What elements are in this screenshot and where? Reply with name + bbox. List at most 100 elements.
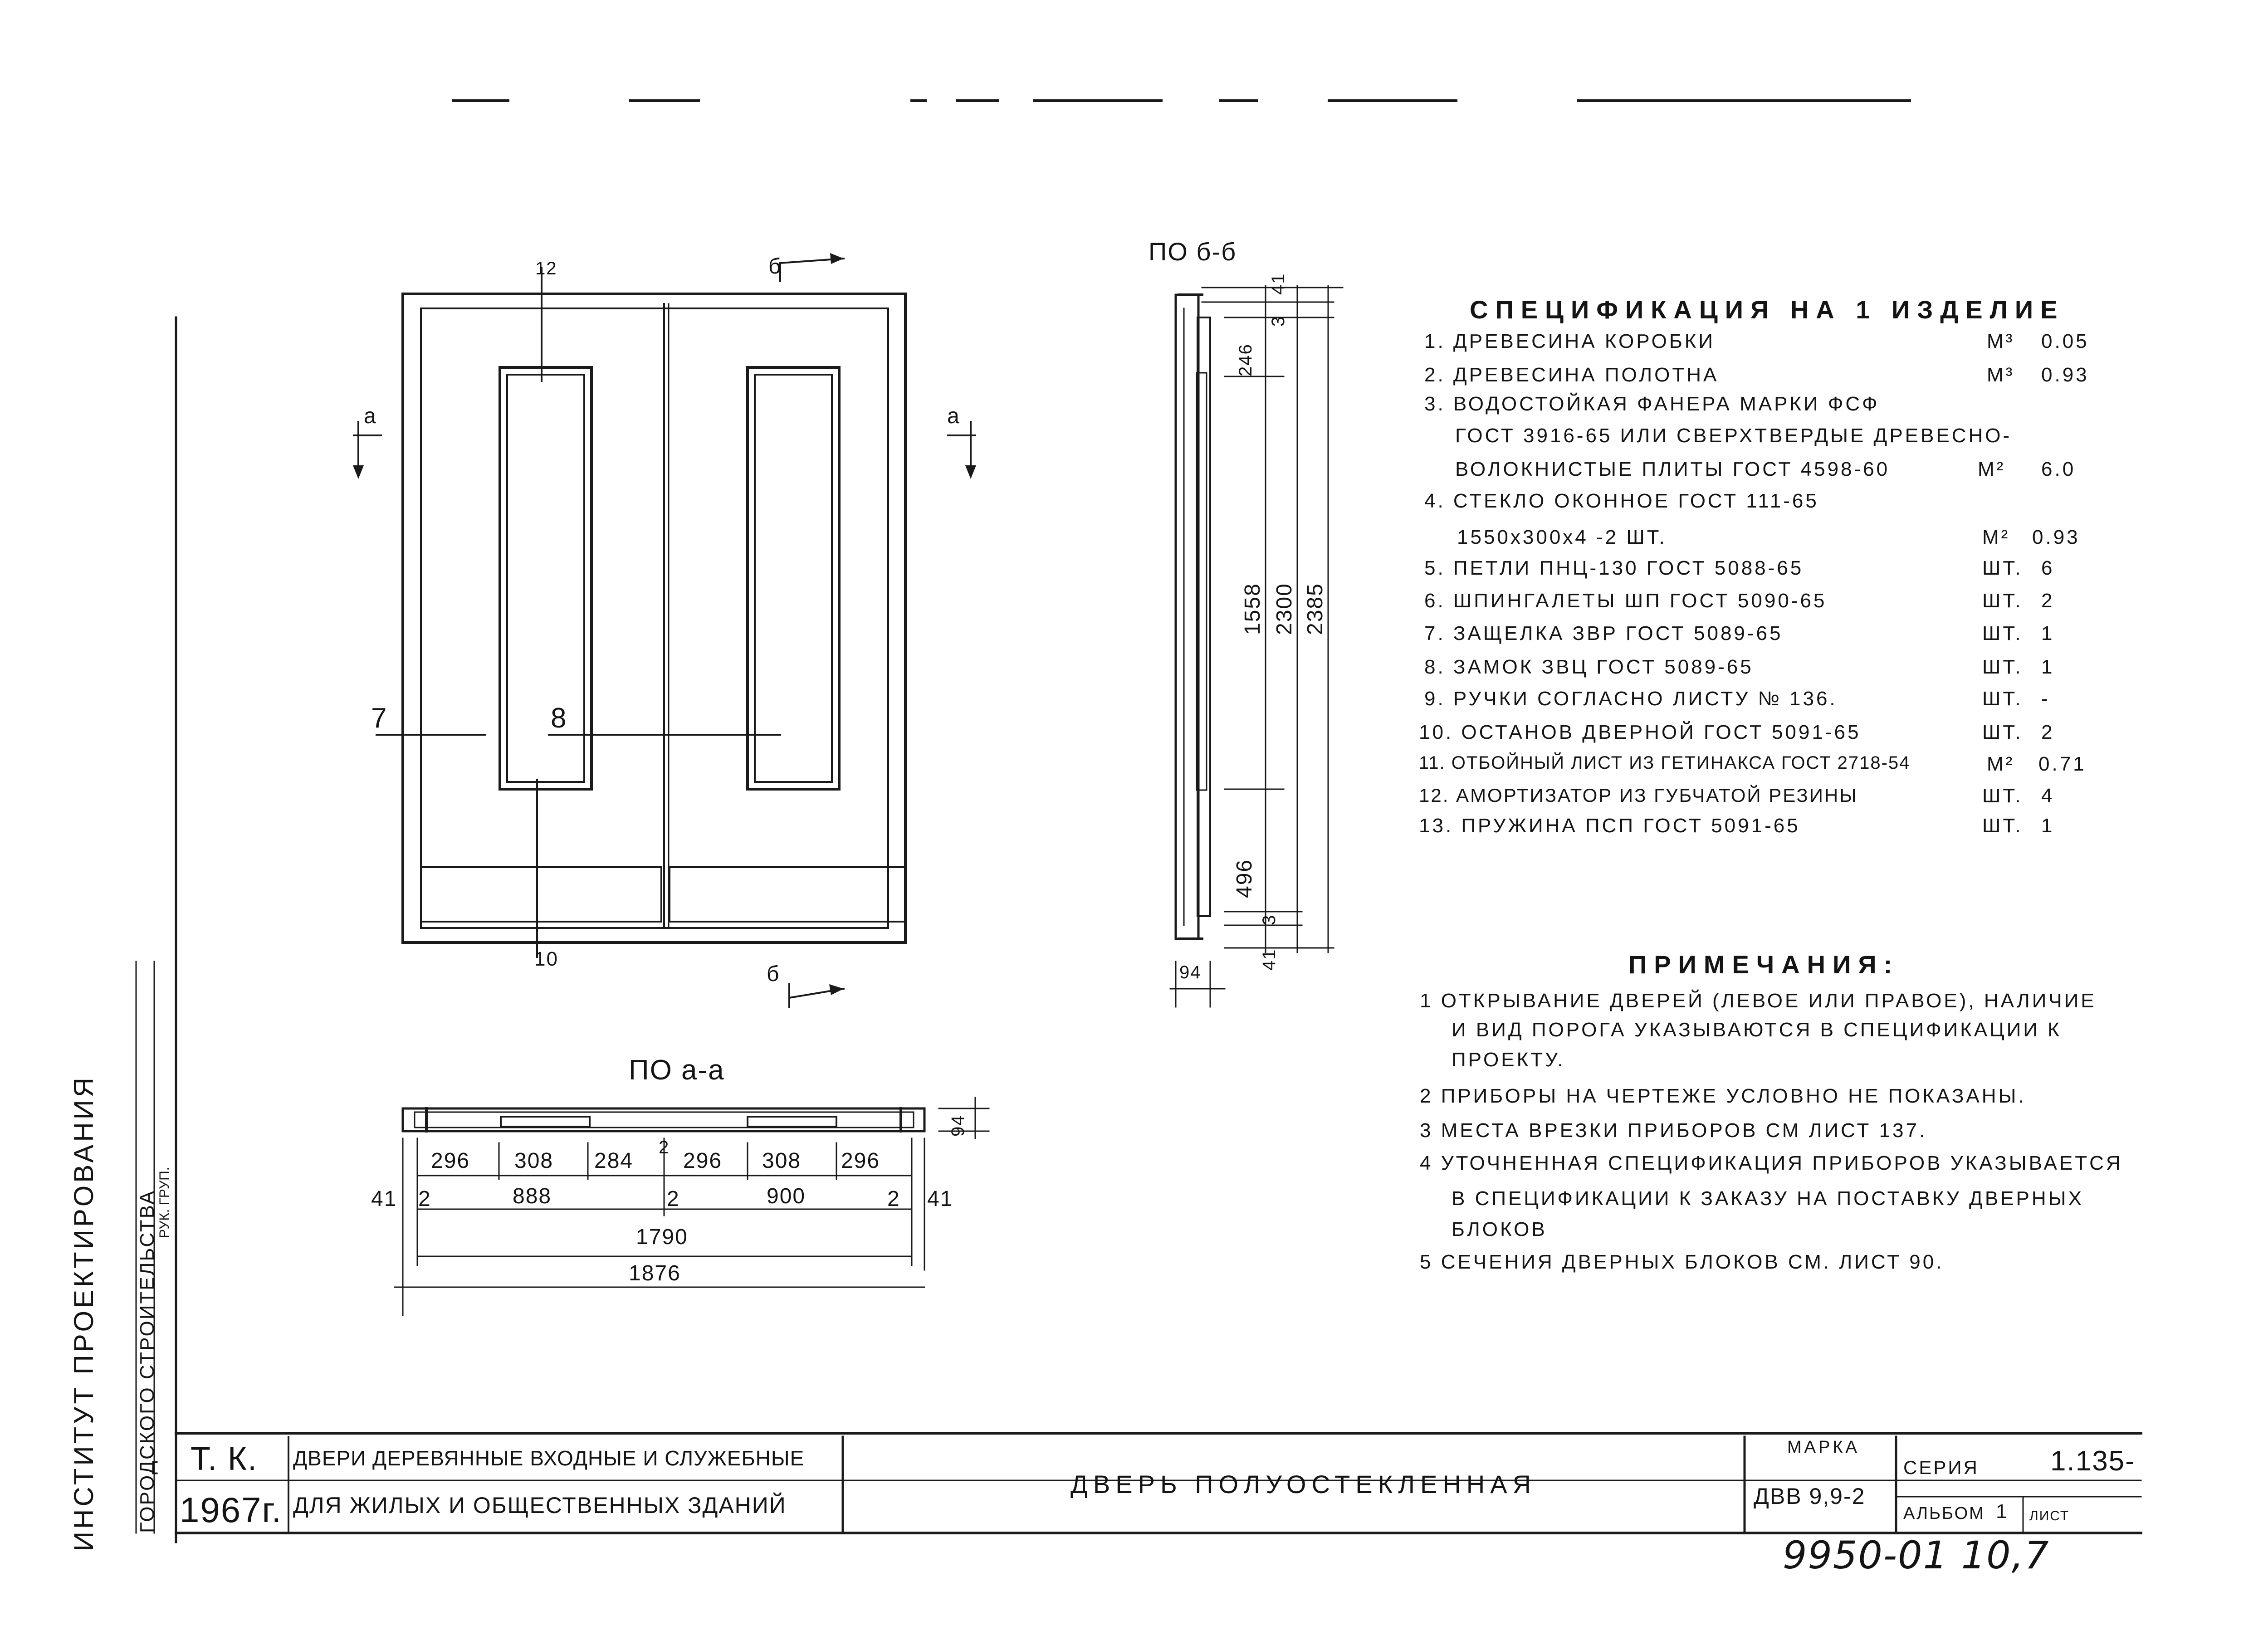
spec-unit-5: М² bbox=[1978, 458, 2006, 480]
dim-aa-900: 900 bbox=[767, 1184, 806, 1208]
title-block-lines bbox=[175, 1432, 2142, 1534]
glass-right-outer bbox=[746, 366, 841, 791]
spec-row-5: ВОЛОКНИСТЫЕ ПЛИТЫ ГОСТ 4598-60 bbox=[1455, 458, 1890, 480]
dim-bb-41-top: 41 bbox=[1268, 273, 1288, 295]
dim-bb-246: 246 bbox=[1236, 343, 1256, 376]
notes-title: ПРИМЕЧАНИЯ: bbox=[1628, 950, 1900, 979]
spec-qty-12: - bbox=[2041, 688, 2050, 710]
dim-aa-2-left: 2 bbox=[418, 1187, 431, 1211]
section-aa-frame bbox=[401, 1107, 926, 1133]
section-bb-dims bbox=[1169, 285, 1344, 1008]
spec-qty-9: 2 bbox=[2041, 590, 2055, 612]
dim-aa-308-b: 308 bbox=[762, 1149, 802, 1173]
dim-aa-41-right: 41 bbox=[927, 1187, 953, 1211]
section-bb-title: ПО б-б bbox=[1149, 237, 1237, 266]
tb-marka-label: МАРКА bbox=[1787, 1438, 1860, 1457]
dim-aa-2-mid-top: 2 bbox=[659, 1137, 670, 1157]
spec-row-1: 1. ДРЕВЕСИНА КОРОБКИ bbox=[1424, 330, 1715, 352]
dim-aa-2-right: 2 bbox=[887, 1187, 900, 1211]
section-aa-dims bbox=[394, 1097, 990, 1316]
tb-marka-value: ДВВ 9,9-2 bbox=[1754, 1484, 1866, 1509]
spec-qty-5: 6.0 bbox=[2041, 458, 2076, 480]
door-frame-outer bbox=[401, 293, 907, 944]
tb-album-value: 1 bbox=[1996, 1500, 2008, 1523]
glass-left-inner bbox=[506, 374, 585, 783]
note-line-1: 1 ОТКРЫВАНИЕ ДВЕРЕЙ (ЛЕВОЕ ИЛИ ПРАВОЕ), … bbox=[1420, 990, 2097, 1012]
dim-bb-496: 496 bbox=[1232, 859, 1256, 898]
note-line-3: ПРОЕКТУ. bbox=[1452, 1049, 1565, 1071]
spec-qty-7: 0.93 bbox=[2032, 526, 2080, 548]
spec-row-6: 4. СТЕКЛО ОКОННОЕ ГОСТ 111-65 bbox=[1424, 490, 1819, 512]
side-stamp-lines bbox=[135, 961, 155, 1534]
spec-unit-15: ШТ. bbox=[1982, 785, 2023, 807]
spec-qty-13: 2 bbox=[2041, 721, 2055, 743]
section-aa-title: ПО а-а bbox=[629, 1054, 725, 1086]
glass-left-outer bbox=[499, 366, 593, 791]
spec-qty-15: 4 bbox=[2041, 785, 2055, 807]
spec-unit-12: ШТ. bbox=[1982, 688, 2023, 710]
dim-aa-296-b: 296 bbox=[683, 1149, 723, 1173]
dim-bb-41-bottom: 41 bbox=[1259, 948, 1279, 971]
spec-row-3: 3. ВОДОСТОЙКАЯ ФАНЕРА МАРКИ ФСФ bbox=[1424, 393, 1880, 415]
spec-qty-14: 0.71 bbox=[2038, 753, 2087, 775]
spec-row-4: ГОСТ 3916-65 ИЛИ СВЕРХТВЕРДЫЕ ДРЕВЕСНО- bbox=[1455, 425, 2012, 447]
tb-seriya-value: 1.135- bbox=[2050, 1445, 2136, 1477]
dim-aa-296-c: 296 bbox=[841, 1149, 880, 1173]
dim-bb-1558: 1558 bbox=[1241, 583, 1265, 635]
dim-aa-1876: 1876 bbox=[629, 1261, 681, 1285]
spec-unit-1: М³ bbox=[1987, 330, 2015, 352]
dim-aa-284: 284 bbox=[594, 1149, 634, 1173]
tb-series-name-1: ДВЕРИ ДЕРЕВЯННЫЕ ВХОДНЫЕ И СЛУЖЕБНЫЕ bbox=[293, 1446, 805, 1470]
section-aa-drawing bbox=[401, 1107, 926, 1133]
side-construction: ГОРОДСКОГО СТРОИТЕЛЬСТВА bbox=[136, 1190, 158, 1533]
section-aa-glass-2 bbox=[747, 1116, 837, 1128]
door-elevation bbox=[401, 293, 907, 944]
tb-series-name-2: ДЛЯ ЖИЛЫХ И ОБЩЕСТВЕННЫХ ЗДАНИЙ bbox=[293, 1493, 787, 1518]
label-section-a-right: а bbox=[947, 404, 960, 428]
spec-unit-8: ШТ. bbox=[1982, 557, 2023, 579]
section-bb-leaf bbox=[1197, 317, 1211, 917]
spec-unit-13: ШТ. bbox=[1982, 721, 2023, 743]
dim-aa-2-mid: 2 bbox=[667, 1187, 680, 1211]
spec-qty-1: 0.05 bbox=[2041, 330, 2089, 352]
note-line-9: 5 СЕЧЕНИЯ ДВЕРНЫХ БЛОКОВ СМ. ЛИСТ 90. bbox=[1420, 1251, 1944, 1273]
spec-unit-2: М³ bbox=[1987, 364, 2015, 386]
spec-unit-9: ШТ. bbox=[1982, 590, 2023, 612]
spec-unit-7: М² bbox=[1982, 526, 2010, 548]
spec-qty-8: 6 bbox=[2041, 557, 2055, 579]
tb-archive-number: 9950-01 10,7 bbox=[1783, 1533, 2050, 1577]
dim-aa-41-left: 41 bbox=[371, 1187, 397, 1211]
kick-plate-left bbox=[420, 866, 662, 923]
spec-unit-16: ШТ. bbox=[1982, 815, 2023, 837]
section-aa-glass-1 bbox=[500, 1116, 591, 1128]
section-marks-b bbox=[779, 253, 845, 1008]
spec-row-16: 13. ПРУЖИНА ПСП ГОСТ 5091-65 bbox=[1419, 815, 1800, 837]
section-bb-drawing bbox=[1174, 293, 1211, 940]
callout-7: 7 bbox=[371, 703, 388, 734]
note-line-8: БЛОКОВ bbox=[1452, 1218, 1547, 1240]
door-frame-inner bbox=[420, 308, 889, 929]
glass-right-inner bbox=[754, 374, 833, 783]
spec-row-13: 10. ОСТАНОВ ДВЕРНОЙ ГОСТ 5091-65 bbox=[1419, 721, 1861, 743]
spec-title: СПЕЦИФИКАЦИЯ НА 1 ИЗДЕЛИЕ bbox=[1470, 295, 2065, 324]
spec-unit-14: М² bbox=[1987, 753, 2015, 775]
spec-row-11: 8. ЗАМОК ЗВЦ ГОСТ 5089-65 bbox=[1424, 656, 1754, 678]
spec-qty-2: 0.93 bbox=[2041, 364, 2089, 386]
note-line-4: 2 ПРИБОРЫ НА ЧЕРТЕЖЕ УСЛОВНО НЕ ПОКАЗАНЫ… bbox=[1420, 1085, 2026, 1107]
callout-8: 8 bbox=[551, 703, 567, 734]
spec-row-9: 6. ШПИНГАЛЕТЫ ШП ГОСТ 5090-65 bbox=[1424, 590, 1827, 612]
tb-org: Т. К. bbox=[191, 1441, 258, 1477]
label-section-b-bottom: б bbox=[767, 962, 780, 986]
dim-aa-888: 888 bbox=[513, 1184, 552, 1208]
label-section-b-top: б bbox=[768, 254, 782, 278]
dim-bb-2385: 2385 bbox=[1303, 583, 1327, 635]
tb-drawing-title: ДВЕРЬ ПОЛУОСТЕКЛЕННАЯ bbox=[1070, 1470, 1537, 1499]
spec-qty-10: 1 bbox=[2041, 622, 2055, 644]
spec-row-8: 5. ПЕТЛИ ПНЦ-130 ГОСТ 5088-65 bbox=[1424, 557, 1804, 579]
section-marks-a bbox=[353, 421, 976, 479]
dim-bb-3-top: 3 bbox=[1268, 315, 1288, 327]
spec-row-12: 9. РУЧКИ СОГЛАСНО ЛИСТУ № 136. bbox=[1424, 688, 1838, 710]
side-head: РУК. ГРУП. bbox=[157, 1167, 172, 1238]
